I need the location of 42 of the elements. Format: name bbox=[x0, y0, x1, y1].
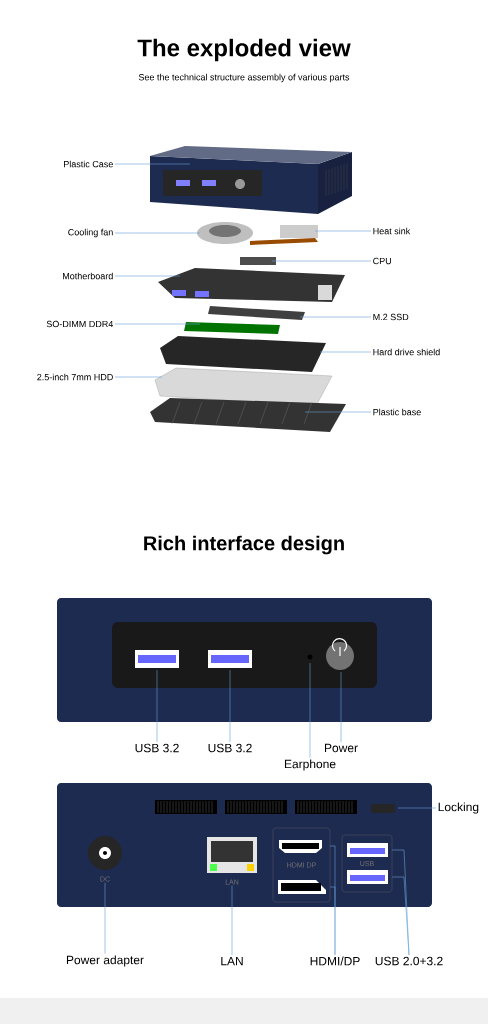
leader-line bbox=[309, 662, 311, 758]
leader-line bbox=[340, 671, 342, 743]
leader-line bbox=[114, 323, 201, 325]
section-heading: Rich interface design bbox=[144, 535, 344, 555]
callout-label: Hard drive shield bbox=[373, 348, 440, 356]
callout-label: Plastic base bbox=[373, 408, 421, 416]
callout-label: Power bbox=[325, 743, 358, 753]
subtitle: See the technical structure assembly of various parts bbox=[138, 73, 350, 83]
leader-line bbox=[231, 885, 233, 956]
leader-line bbox=[114, 163, 191, 165]
leader-line bbox=[229, 669, 231, 743]
callout-label: Heat sink bbox=[373, 227, 411, 235]
callout-label: SO-DIMM DDR4 bbox=[46, 320, 113, 328]
leader-line bbox=[397, 807, 437, 809]
callout-label: Cooling fan bbox=[68, 228, 113, 238]
callout-label: Motherboard bbox=[63, 272, 113, 280]
callout-label: HDMI/DP bbox=[310, 956, 360, 966]
leader-line bbox=[271, 260, 372, 262]
leader-line bbox=[114, 275, 181, 277]
leader-line bbox=[319, 351, 372, 353]
leader-line bbox=[156, 669, 158, 743]
callout-label: Locking bbox=[438, 802, 479, 814]
leader-line bbox=[299, 316, 372, 318]
leader-line bbox=[314, 230, 372, 232]
callout-label: USB 3.2 bbox=[135, 743, 179, 753]
leader-line bbox=[304, 411, 372, 413]
leader-line bbox=[114, 376, 163, 378]
callout-label: USB 3.2 bbox=[208, 743, 252, 753]
callout-label: Power adapter bbox=[66, 955, 144, 967]
leader-line bbox=[114, 232, 201, 234]
callout-label: Earphone bbox=[284, 759, 336, 771]
title: The exploded view bbox=[137, 38, 351, 62]
callout-label: LAN bbox=[221, 956, 243, 966]
leader-line bbox=[104, 882, 106, 954]
callout-label: CPU bbox=[373, 257, 391, 265]
callout-label: USB 2.0+3.2 bbox=[375, 956, 443, 966]
leader-line bbox=[391, 876, 410, 956]
callout-label: 2.5-inch 7mm HDD bbox=[37, 373, 113, 381]
leader-line bbox=[329, 886, 336, 956]
callout-label: M.2 SSD bbox=[373, 313, 409, 321]
callout-label: Plastic Case bbox=[64, 160, 113, 168]
leader-line bbox=[391, 849, 410, 956]
